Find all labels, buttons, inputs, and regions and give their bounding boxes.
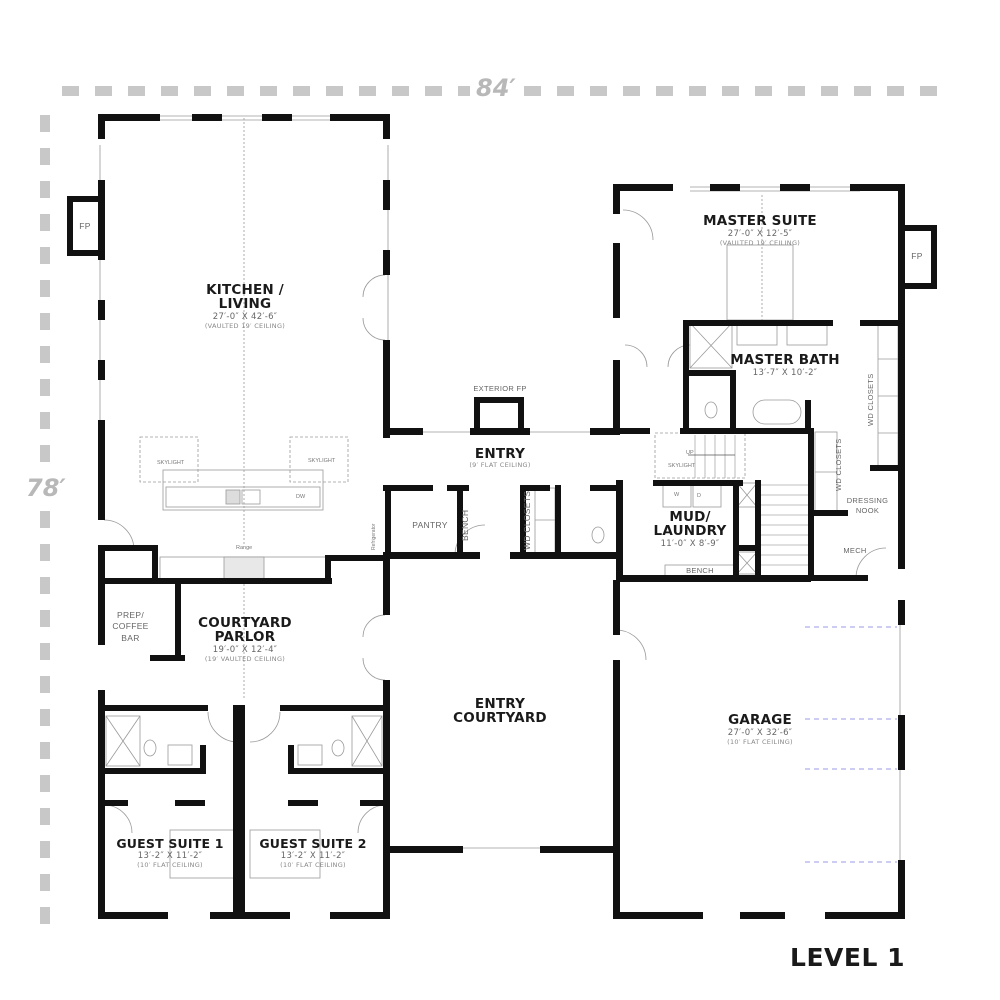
entry-bench-label: BENCH xyxy=(460,509,470,541)
room-name: MASTER BATH xyxy=(730,352,840,368)
stair-up-label: UP xyxy=(686,450,694,456)
pantry-label: PANTRY xyxy=(412,520,448,530)
room-name: COURTYARD xyxy=(453,710,547,727)
room-mud-laundry: MUD/ LAUNDRY 11′-0″ X 8′-9″ xyxy=(640,510,740,549)
master-wd-closets-label: WD CLOSETS xyxy=(866,373,875,427)
room-name: GARAGE xyxy=(728,712,792,728)
room-size: 27′-0″ X 12′-5″ xyxy=(727,229,793,240)
room-ceiling: (19′ VAULTED CEILING) xyxy=(204,655,286,664)
level-title: LEVEL 1 xyxy=(790,943,905,972)
room-size: 13′-2″ X 11′-2″ xyxy=(137,851,203,862)
room-guest-suite-1: GUEST SUITE 1 13′-2″ X 11′-2″ (10′ FLAT … xyxy=(105,837,235,869)
mud-bench-label: BENCH xyxy=(686,566,714,575)
exterior-fireplace-label: EXTERIOR FP xyxy=(473,384,527,393)
room-size: 27′-0″ X 32′-6″ xyxy=(727,728,793,739)
room-ceiling: (VAULTED 19′ CEILING) xyxy=(719,239,801,248)
room-size: 13′-2″ X 11′-2″ xyxy=(280,851,346,862)
room-size: 11′-0″ X 8′-9″ xyxy=(660,539,720,550)
dryer-label: D xyxy=(697,493,701,499)
room-ceiling: (VAULTED 19′ CEILING) xyxy=(204,322,286,331)
room-size: 13′-7″ X 10′-2″ xyxy=(752,368,818,379)
room-garage: GARAGE 27′-0″ X 32′-6″ (10′ FLAT CEILING… xyxy=(700,713,820,746)
dressing-wd-closets-label: WD CLOSETS xyxy=(834,438,843,492)
room-name: MASTER SUITE xyxy=(703,213,817,229)
room-master-suite: MASTER SUITE 27′-0″ X 12′-5″ (VAULTED 19… xyxy=(680,214,840,247)
dishwasher-label: DW xyxy=(296,494,306,500)
entry-wd-closets-label: WD CLOSETS xyxy=(522,490,532,550)
room-name: KITCHEN / xyxy=(206,282,284,298)
skylight-label-right: SKYLIGHT xyxy=(308,458,336,464)
room-size: 19′-0″ X 12′-4″ xyxy=(212,645,278,656)
room-ceiling: (10′ FLAT CEILING) xyxy=(727,738,793,747)
room-courtyard-parlor: COURTYARD PARLOR 19′-0″ X 12′-4″ (19′ VA… xyxy=(180,616,310,663)
room-kitchen-living: KITCHEN / LIVING 27′-0″ X 42′-6″ (VAULTE… xyxy=(170,283,320,330)
room-ceiling: (10′ FLAT CEILING) xyxy=(280,861,346,870)
room-name: LIVING xyxy=(218,296,272,313)
fireplace-label-left: FP xyxy=(79,221,91,231)
skylight-label-left: SKYLIGHT xyxy=(157,460,185,466)
room-entry: ENTRY (9′ FLAT CEILING) xyxy=(450,447,550,469)
mech-label: MECH xyxy=(843,546,867,555)
room-size: 27′-0″ X 42′-6″ xyxy=(212,312,278,323)
overall-width-label: 84′ xyxy=(470,74,522,102)
washer-label: W xyxy=(674,492,680,498)
skylight-label-stair: SKYLIGHT xyxy=(668,463,696,469)
refrigerator-label: Refrigerator xyxy=(371,523,377,550)
room-name: LAUNDRY xyxy=(653,523,727,540)
dressing-nook-label: DRESSING NOOK xyxy=(846,496,889,515)
fireplace-label-right: FP xyxy=(911,251,923,261)
room-master-bath: MASTER BATH 13′-7″ X 10′-2″ xyxy=(725,353,845,378)
room-name: PARLOR xyxy=(214,629,276,646)
room-name: ENTRY xyxy=(474,696,526,712)
walls xyxy=(67,114,937,919)
room-name: GUEST SUITE 1 xyxy=(116,836,224,851)
prep-coffee-bar-label: PREP/ COFFEE BAR xyxy=(112,610,149,643)
room-ceiling: (10′ FLAT CEILING) xyxy=(137,861,203,870)
overall-depth-label: 78′ xyxy=(24,472,68,504)
room-guest-suite-2: GUEST SUITE 2 13′-2″ X 11′-2″ (10′ FLAT … xyxy=(248,837,378,869)
room-name: COURTYARD xyxy=(198,615,292,631)
room-name: GUEST SUITE 2 xyxy=(259,836,367,851)
room-ceiling: (9′ FLAT CEILING) xyxy=(469,461,531,470)
range-label: Range xyxy=(236,545,253,551)
room-name: MUD/ xyxy=(669,509,711,525)
room-entry-courtyard: ENTRY COURTYARD xyxy=(435,696,565,727)
room-name: ENTRY xyxy=(474,446,526,462)
